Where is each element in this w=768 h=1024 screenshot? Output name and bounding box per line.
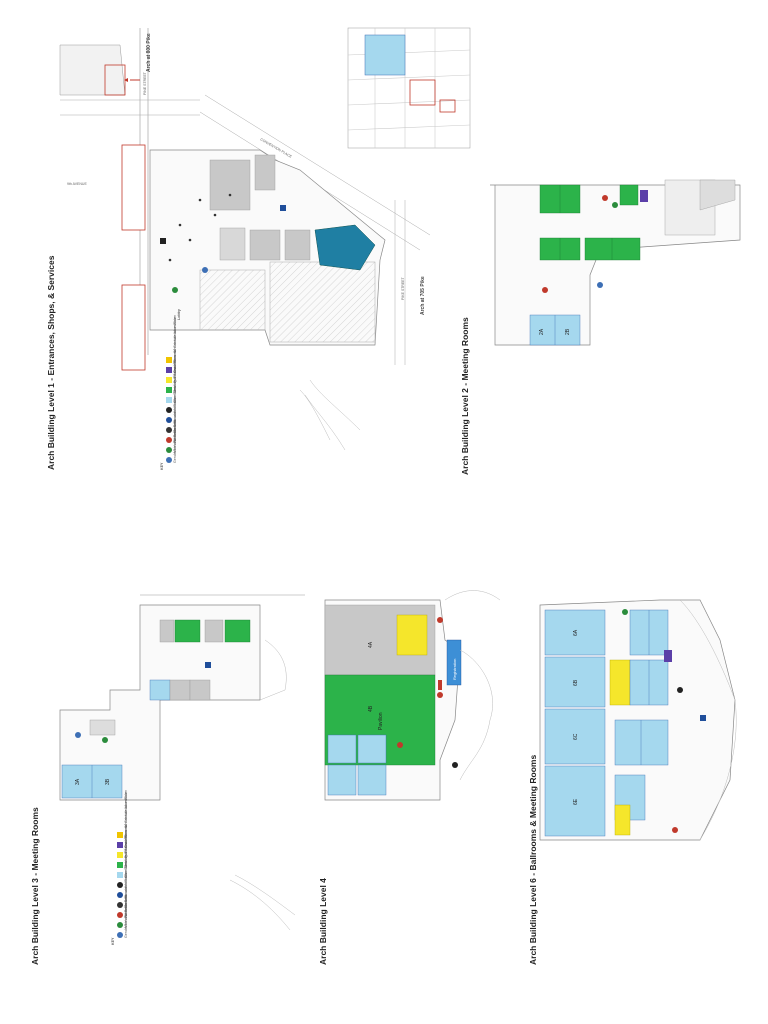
street-ninth: 9th AVENUE — [67, 182, 87, 186]
level3-plan — [59, 594, 305, 801]
room-label-6b: 6B — [573, 679, 579, 686]
label-lobby: Lobby — [176, 309, 181, 320]
room-label-4b: 4B — [368, 705, 374, 712]
level1-plan — [59, 27, 471, 451]
street-pine: PINE STREET — [143, 71, 147, 95]
room-label-registration: Registration — [452, 659, 457, 680]
key-bullets-level3 — [117, 832, 123, 938]
room-label-2b: 2B — [565, 328, 571, 335]
title-level1: Arch Building Level 1 - Entrances, Shops… — [46, 255, 56, 470]
title-level6: Arch Building Level 6 - Ballrooms & Meet… — [528, 754, 538, 965]
level2-plan — [490, 179, 741, 346]
key-bullets-level1 — [166, 357, 172, 463]
key-item-label: Wheelchair Accessible — [173, 317, 177, 353]
room-label-4a: 4A — [368, 641, 374, 648]
key-title-level1: KEY — [160, 462, 164, 470]
key-item-label: Wheelchair Accessible — [124, 792, 128, 828]
title-level4: Arch Building Level 4 — [318, 878, 328, 965]
room-label-6e: 6E — [573, 798, 579, 805]
room-label-pavilion: Pavilion — [378, 712, 384, 730]
title-level3: Arch Building Level 3 - Meeting Rooms — [30, 807, 40, 965]
street-pike: PIKE STREET — [401, 276, 405, 300]
room-label-6c: 6C — [573, 733, 579, 740]
room-label-2a: 2A — [539, 328, 545, 335]
room-label-3b: 3B — [105, 778, 111, 785]
level6-plan — [539, 599, 737, 841]
label-arch705: Arch at 705 Pike — [420, 276, 426, 315]
room-label-6a: 6A — [573, 629, 579, 636]
label-arch800: Arch at 800 Pike — [146, 33, 152, 72]
key-title-level3: KEY — [111, 937, 115, 945]
level4-plan — [324, 590, 501, 801]
title-level2: Arch Building Level 2 - Meeting Rooms — [460, 317, 470, 475]
room-label-3a: 3A — [75, 778, 81, 785]
